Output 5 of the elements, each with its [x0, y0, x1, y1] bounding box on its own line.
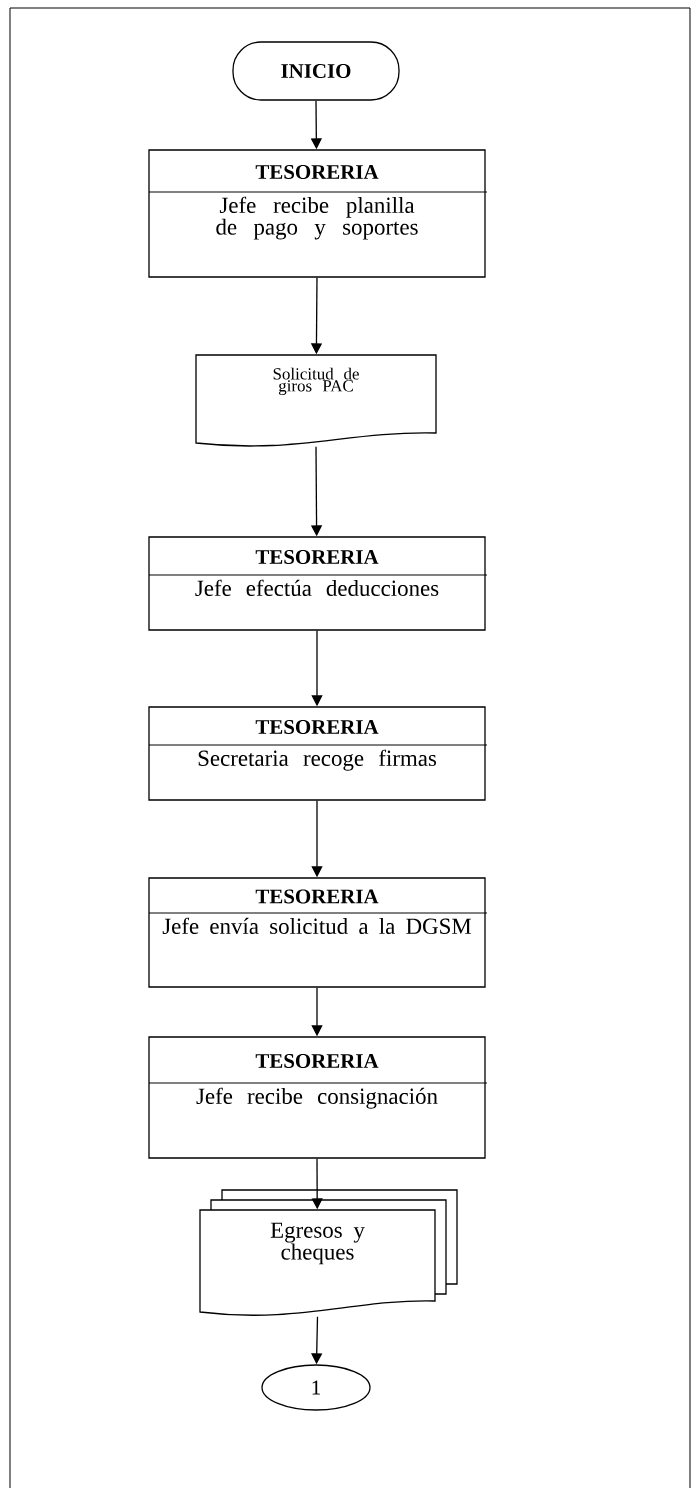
process-box: TESORERIA Secretaria recoge firmas — [148, 706, 488, 801]
process-box: TESORERIA Jefe efectúa deducciones — [148, 536, 488, 631]
process-box: TESORERIA Jefe envía solicitud a la DGSM — [148, 877, 488, 988]
process-box: TESORERIA Jefe recibe consignación — [148, 1036, 488, 1159]
process-box: TESORERIA Jefe recibe planilla de pago y soportes — [148, 149, 488, 278]
